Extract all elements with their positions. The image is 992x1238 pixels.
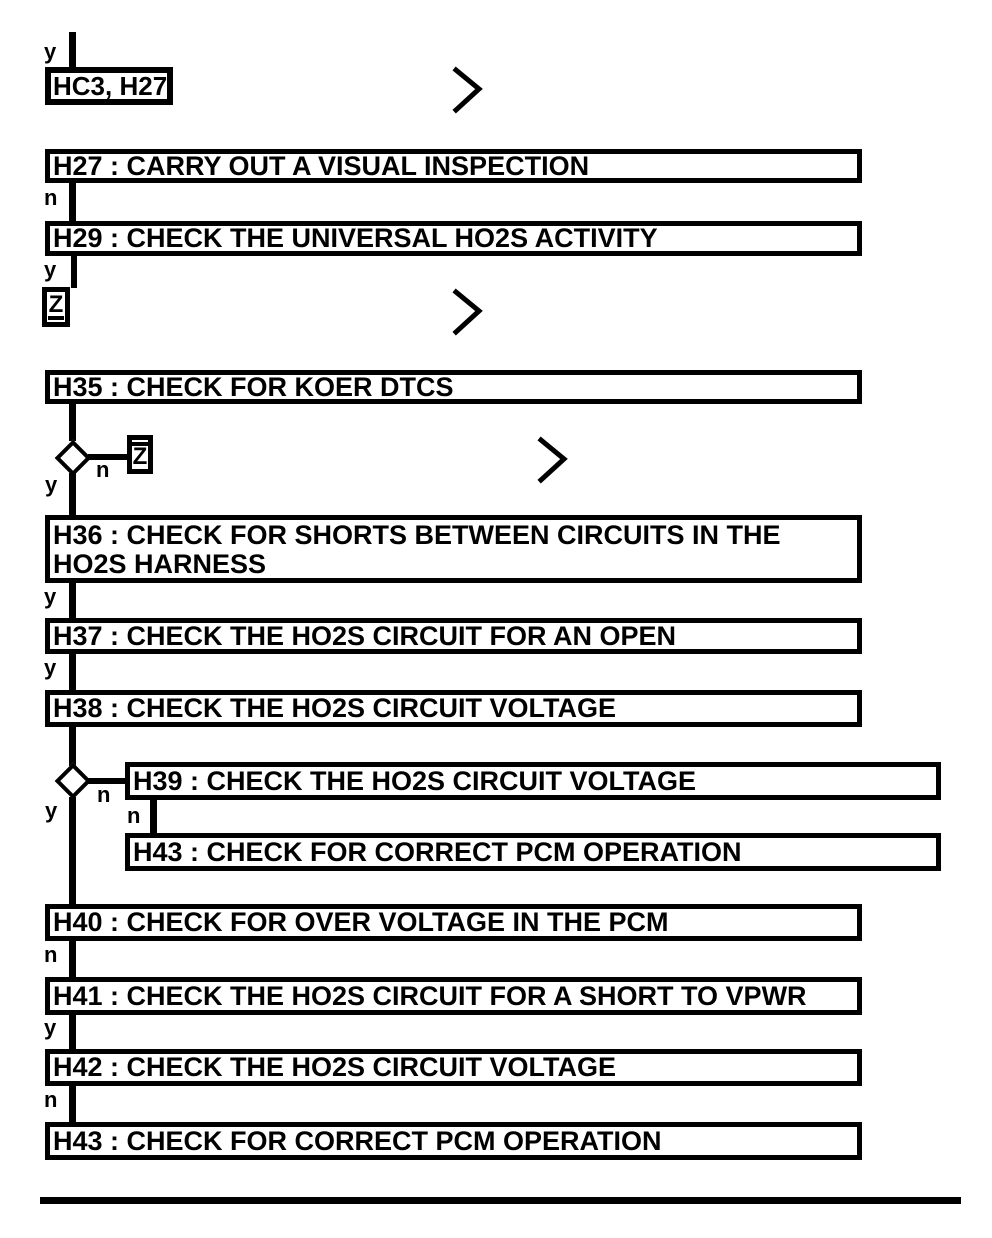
branch-label-yes: y (44, 584, 57, 609)
node-h36-label-line2: HO2S HARNESS (53, 549, 267, 579)
node-h38-label: H38 : CHECK THE HO2S CIRCUIT VOLTAGE (53, 693, 617, 723)
connector-z-2: Z (127, 435, 153, 474)
branch-label-no: n (44, 942, 58, 967)
continuation-chevron-icon (452, 66, 484, 114)
connector-z-2-label: Z (131, 442, 149, 470)
connector-box-hc3-h27: HC3, H27 (45, 67, 173, 105)
connector-line (71, 256, 77, 288)
connector-line (69, 941, 76, 977)
connector-z-1-label: Z (47, 290, 65, 320)
branch-label-yes: y (44, 655, 57, 680)
node-h37: H37 : CHECK THE HO2S CIRCUIT FOR AN OPEN (45, 618, 862, 654)
node-h35: H35 : CHECK FOR KOER DTCS (45, 370, 862, 404)
connector-line (69, 1086, 76, 1122)
connector-line (69, 727, 76, 766)
connector-line (150, 800, 157, 833)
connector-line (88, 778, 125, 784)
connector-line (69, 404, 76, 441)
node-h38: H38 : CHECK THE HO2S CIRCUIT VOLTAGE (45, 690, 862, 727)
node-h36-label-line1: H36 : CHECK FOR SHORTS BETWEEN CIRCUITS … (53, 520, 781, 550)
continuation-chevron-icon (452, 288, 484, 336)
continuation-chevron-icon (537, 436, 569, 484)
node-h43-upper: H43 : CHECK FOR CORRECT PCM OPERATION (125, 833, 941, 871)
connector-box-label: HC3, H27 (53, 70, 168, 101)
node-h27-label: H27 : CARRY OUT A VISUAL INSPECTION (53, 150, 590, 181)
page-rule (40, 1197, 961, 1204)
node-h29-label: H29 : CHECK THE UNIVERSAL HO2S ACTIVITY (53, 223, 658, 253)
node-h43-lower-label: H43 : CHECK FOR CORRECT PCM OPERATION (53, 1125, 662, 1156)
branch-label-yes: y (45, 798, 58, 823)
node-h36: H36 : CHECK FOR SHORTS BETWEEN CIRCUITS … (45, 515, 862, 583)
connector-line (69, 183, 76, 221)
branch-label-no: n (44, 1087, 58, 1112)
branch-label-yes: y (44, 39, 57, 64)
node-h43-upper-label: H43 : CHECK FOR CORRECT PCM OPERATION (133, 836, 742, 867)
connector-line (69, 1015, 76, 1049)
node-h40-label: H40 : CHECK FOR OVER VOLTAGE IN THE PCM (53, 907, 669, 937)
branch-label-yes: y (45, 472, 58, 497)
connector-line (69, 473, 76, 515)
node-h35-label: H35 : CHECK FOR KOER DTCS (53, 371, 454, 402)
connector-line (69, 654, 76, 691)
decision-diamond (54, 762, 92, 800)
node-h40: H40 : CHECK FOR OVER VOLTAGE IN THE PCM (45, 904, 862, 941)
connector-line-entry (69, 32, 76, 70)
node-h37-label: H37 : CHECK THE HO2S CIRCUIT FOR AN OPEN (53, 620, 677, 651)
connector-line (88, 454, 128, 460)
branch-label-yes: y (44, 1015, 57, 1040)
branch-label-no: n (44, 185, 58, 210)
decision-diamond (54, 439, 92, 477)
node-h29: H29 : CHECK THE UNIVERSAL HO2S ACTIVITY (45, 221, 862, 256)
connector-line (69, 583, 76, 619)
branch-label-no: n (97, 782, 111, 807)
node-h39-label: H39 : CHECK THE HO2S CIRCUIT VOLTAGE (133, 765, 697, 796)
node-h27: H27 : CARRY OUT A VISUAL INSPECTION (45, 149, 862, 183)
branch-label-no: n (127, 803, 141, 828)
node-h42-label: H42 : CHECK THE HO2S CIRCUIT VOLTAGE (53, 1052, 617, 1082)
node-h39: H39 : CHECK THE HO2S CIRCUIT VOLTAGE (125, 762, 941, 800)
node-h41: H41 : CHECK THE HO2S CIRCUIT FOR A SHORT… (45, 977, 862, 1015)
node-h41-label: H41 : CHECK THE HO2S CIRCUIT FOR A SHORT… (53, 980, 807, 1011)
connector-z-1: Z (42, 287, 70, 327)
node-h43-lower: H43 : CHECK FOR CORRECT PCM OPERATION (45, 1122, 862, 1160)
connector-line (69, 797, 76, 904)
branch-label-no: n (96, 457, 110, 482)
node-h42: H42 : CHECK THE HO2S CIRCUIT VOLTAGE (45, 1049, 862, 1086)
branch-label-yes: y (44, 257, 57, 282)
